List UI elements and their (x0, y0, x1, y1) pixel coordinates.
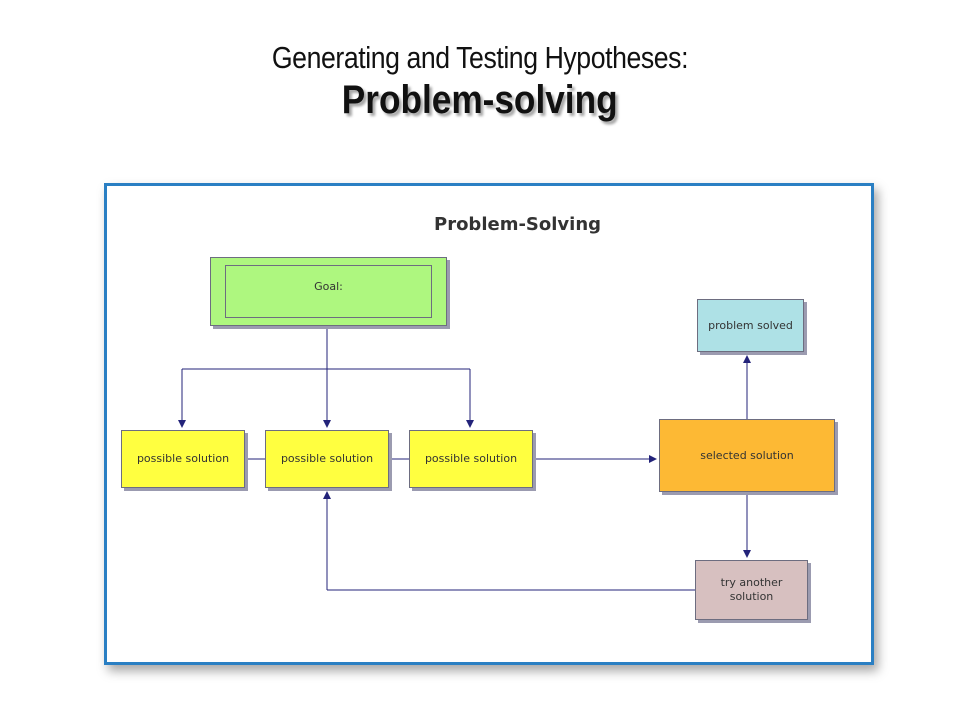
selected-solution-label: selected solution (700, 448, 794, 462)
try-another-solution-node: try another solution (695, 560, 808, 620)
slide-title-line2: Problem-solving (342, 78, 618, 122)
diagram-title: Problem-Solving (434, 214, 602, 235)
problem-solved-label: problem solved (708, 318, 793, 332)
selected-solution-node: selected solution (659, 419, 835, 492)
possible-solution-node-2: possible solution (265, 430, 389, 488)
possible-solution-label: possible solution (136, 452, 230, 465)
possible-solution-label: possible solution (280, 452, 374, 465)
goal-label: Goal: (314, 280, 343, 293)
slide-title: Generating and Testing Hypotheses: Probl… (0, 40, 960, 123)
possible-solution-node-3: possible solution (409, 430, 533, 488)
goal-inner-box: Goal: (225, 265, 432, 318)
possible-solution-node-1: possible solution (121, 430, 245, 488)
problem-solved-node: problem solved (697, 299, 804, 352)
try-another-solution-label: try another solution (720, 576, 783, 603)
possible-solution-label: possible solution (424, 452, 518, 465)
slide-title-line1: Generating and Testing Hypotheses: (271, 40, 689, 75)
goal-node: Goal: (210, 257, 447, 326)
